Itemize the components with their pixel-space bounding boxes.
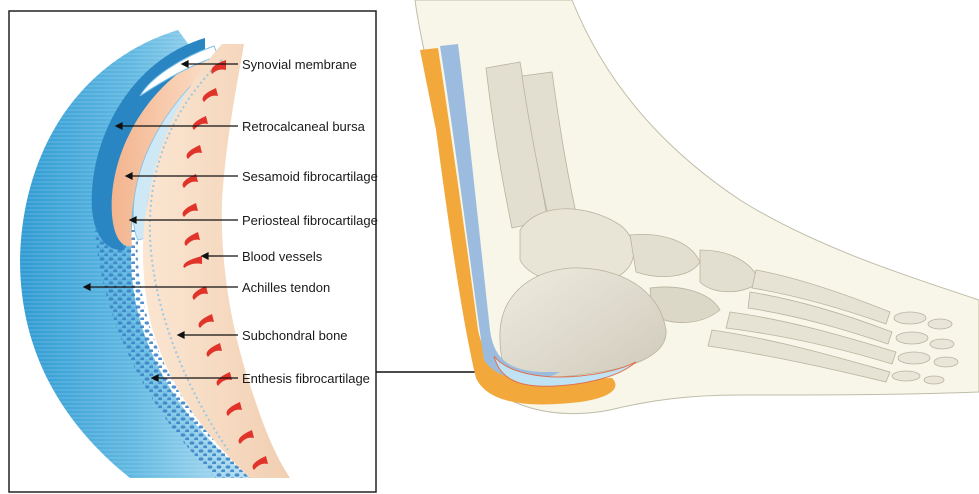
enthesis-inset: Synovial membrane Retrocalcaneal bursa S…: [9, 11, 378, 492]
label-subchondral-bone: Subchondral bone: [242, 328, 348, 343]
foot-illustration: [415, 0, 979, 414]
label-retrocalcaneal-bursa: Retrocalcaneal bursa: [242, 119, 366, 134]
label-enthesis-fibrocartilage: Enthesis fibrocartilage: [242, 371, 370, 386]
label-synovial-membrane: Synovial membrane: [242, 57, 357, 72]
label-blood-vessels: Blood vessels: [242, 249, 323, 264]
label-periosteal-fibrocartilage: Periosteal fibrocartilage: [242, 213, 378, 228]
label-achilles-tendon: Achilles tendon: [242, 280, 330, 295]
label-sesamoid-fibrocartilage: Sesamoid fibrocartilage: [242, 169, 378, 184]
